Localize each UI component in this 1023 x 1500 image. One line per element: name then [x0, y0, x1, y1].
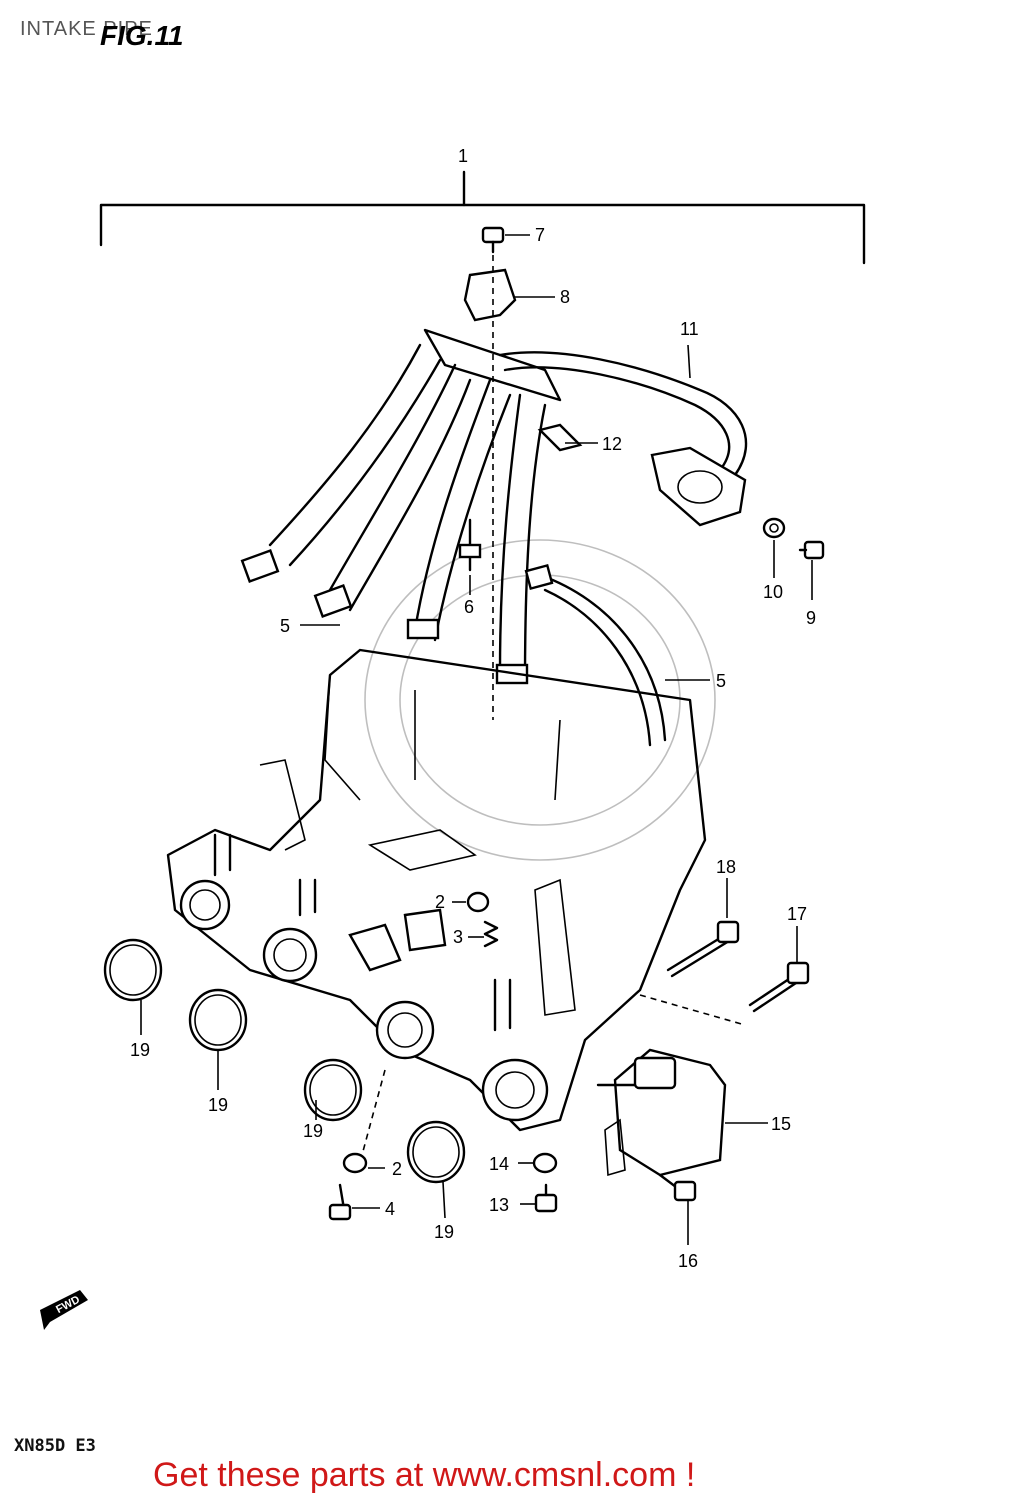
- callout-5-left: 5: [280, 616, 290, 636]
- callout-1: 1: [458, 146, 468, 166]
- callout-8: 8: [560, 287, 570, 307]
- nut-2-lower-part: [342, 1152, 368, 1174]
- bolt-17-part: [639, 961, 810, 1026]
- intake-manifold: [166, 648, 727, 1177]
- screw-7-part: [481, 226, 505, 254]
- fwd-label: FWD: [54, 1294, 82, 1316]
- promo-link[interactable]: Get these parts at www.cmsnl.com !: [153, 1456, 696, 1494]
- watermark-logo: [364, 539, 716, 861]
- bolt-16-part: [658, 1173, 697, 1202]
- leader-lines: [140, 234, 813, 1245]
- callout-17: 17: [787, 904, 807, 924]
- callout-15: 15: [771, 1114, 791, 1134]
- callout-18: 18: [716, 857, 736, 877]
- callout-9: 9: [806, 608, 816, 628]
- callout-12: 12: [602, 434, 622, 454]
- nut-14-part: [532, 1152, 558, 1174]
- callout-2-lower: 2: [392, 1159, 402, 1179]
- vacuum-hoses: [240, 328, 748, 747]
- fitting-6-part: [458, 518, 482, 572]
- callout-19-c: 19: [303, 1121, 323, 1141]
- page-title: INTAKE PIPE: [20, 18, 153, 40]
- model-code: XN85D E3: [14, 1436, 96, 1456]
- callout-7: 7: [535, 225, 545, 245]
- vacuum-valve-part: [650, 446, 747, 527]
- forward-arrow-icon: FWD: [40, 1290, 88, 1330]
- assembly-bracket: [99, 170, 866, 265]
- clamp-8-part: [463, 255, 517, 720]
- callout-5-right: 5: [716, 671, 726, 691]
- callout-3: 3: [453, 927, 463, 947]
- callout-4: 4: [385, 1199, 395, 1219]
- bolt-13-part: [534, 1183, 558, 1213]
- washer-10-part: [762, 517, 786, 539]
- callout-6: 6: [464, 597, 474, 617]
- callout-19-b: 19: [208, 1095, 228, 1115]
- callout-labels: 1 2 2 3 4 5 5 6 7 8 9 10 11 12 13 14 15 …: [130, 146, 816, 1271]
- stud-4-part: [328, 1183, 352, 1221]
- bracket-12-part: [537, 423, 583, 452]
- callout-19-a: 19: [130, 1040, 150, 1060]
- bolt-18-part: [666, 920, 740, 978]
- callout-19-d: 19: [434, 1222, 454, 1242]
- callout-10: 10: [763, 582, 783, 602]
- callout-11: 11: [680, 319, 699, 339]
- bolt-9-part: [798, 540, 825, 560]
- callout-16: 16: [678, 1251, 698, 1271]
- callout-13: 13: [489, 1195, 509, 1215]
- nut-2-upper-part: [466, 891, 490, 913]
- spring-3-part: [483, 920, 499, 948]
- callout-2-upper: 2: [435, 892, 445, 912]
- callout-14: 14: [489, 1154, 509, 1174]
- figure-number: FIG.11: [100, 20, 184, 51]
